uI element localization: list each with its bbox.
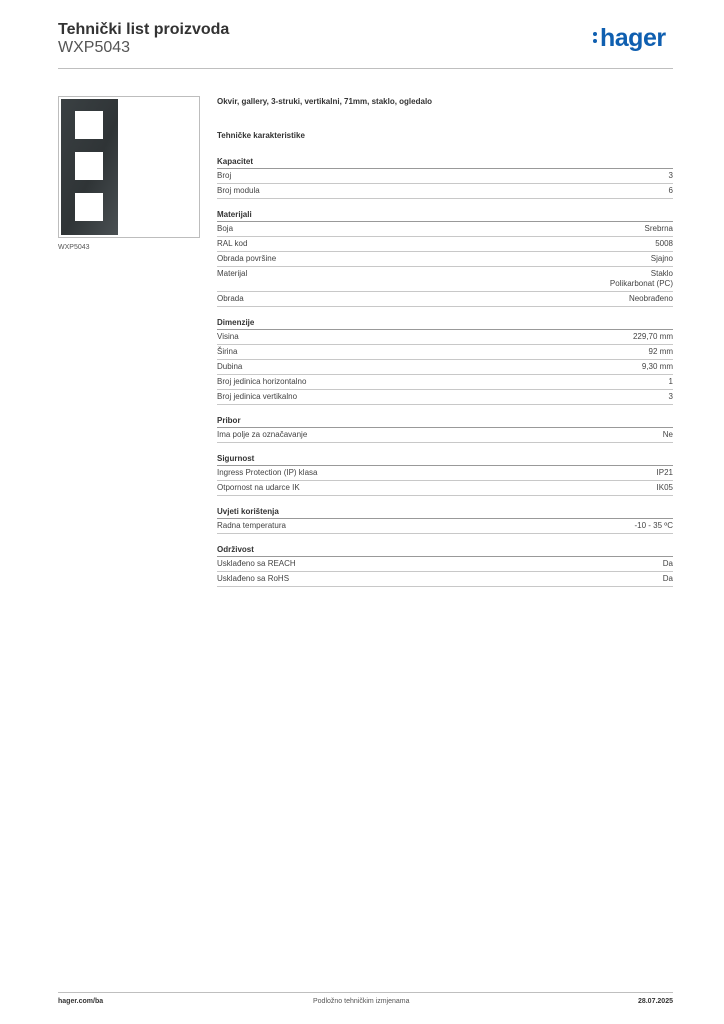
spec-row: Broj 3 [217,169,673,184]
spec-value: Staklo Polikarbonat (PC) [609,269,673,288]
spec-label: Broj [217,171,232,180]
spec-value: IP21 [656,468,673,477]
logo-text: hager [600,24,666,52]
spec-row: Obrada površine Sjajno [217,252,673,267]
spec-row: Boja Srebrna [217,222,673,237]
spec-label: RAL kod [217,239,248,248]
spec-row: Obrada Neobrađeno [217,292,673,307]
frame-3-gang-icon [61,99,118,235]
spec-value: 3 [668,171,673,180]
hager-logo: hager [593,26,666,51]
header-divider [58,68,673,69]
spec-label: Radna temperatura [217,521,286,530]
spec-row: Otpornost na udarce IK IK05 [217,481,673,496]
spec-label: Širina [217,347,238,356]
spec-value: 5008 [655,239,673,248]
product-code: WXP5043 [58,39,131,56]
spec-row: Visina 229,70 mm [217,330,673,345]
spec-row: Usklađeno sa REACH Da [217,557,673,572]
spec-row: Broj jedinica vertikalno 3 [217,390,673,405]
spec-row: RAL kod 5008 [217,237,673,252]
spec-row: Usklađeno sa RoHS Da [217,572,673,587]
spec-value: 3 [668,392,673,401]
footer-date: 28.07.2025 [637,998,673,1005]
section-title: Dimenzije [217,317,673,330]
spec-label: Usklađeno sa REACH [217,559,296,568]
spec-value: Da [662,574,673,583]
spec-row: Materijal Staklo Polikarbonat (PC) [217,267,673,292]
section-title: Materijali [217,209,673,222]
spec-label: Visina [217,332,239,341]
section-title: Pribor [217,415,673,428]
spec-value: Srebrna [644,224,673,233]
spec-value: 6 [668,186,673,195]
spec-label: Broj jedinica vertikalno [217,392,298,401]
spec-row: Broj modula 6 [217,184,673,199]
spec-row: Radna temperatura -10 - 35 ºC [217,519,673,534]
spec-label: Dubina [217,362,243,371]
logo-dots-icon [593,31,598,45]
footer-website: hager.com/ba [58,998,104,1005]
spec-row: Ingress Protection (IP) klasa IP21 [217,466,673,481]
product-image [58,96,200,238]
spec-label: Boja [217,224,234,233]
spec-label: Otpornost na udarce IK [217,483,300,492]
spec-row: Dubina 9,30 mm [217,360,673,375]
footer-disclaimer: Podložno tehničkim izmjenama [313,998,410,1005]
page-title: Tehnički list proizvoda [58,21,230,38]
spec-value: -10 - 35 ºC [634,521,674,530]
spec-label: Obrada [217,294,244,303]
spec-label: Ima polje za označavanje [217,430,308,439]
spec-row: Širina 92 mm [217,345,673,360]
spec-value: 92 mm [648,347,673,356]
spec-label: Broj jedinica horizontalno [217,377,307,386]
section-title: Kapacitet [217,156,673,169]
spec-label: Broj modula [217,186,260,195]
spec-row: Ima polje za označavanje Ne [217,428,673,443]
section-title: Sigurnost [217,453,673,466]
spec-value: 229,70 mm [632,332,673,341]
spec-value: Neobrađeno [628,294,673,303]
section-title: Uvjeti korištenja [217,506,673,519]
spec-value: 1 [668,377,673,386]
spec-value: 9,30 mm [641,362,673,371]
spec-label: Materijal [217,269,248,278]
spec-value: IK05 [656,483,673,492]
product-description: Okvir, gallery, 3-struki, vertikalni, 71… [217,97,433,106]
section-title: Održivost [217,544,673,557]
spec-row: Broj jedinica horizontalno 1 [217,375,673,390]
specs-heading: Tehničke karakteristike [217,131,305,140]
spec-value: Sjajno [650,254,673,263]
spec-value: Ne [662,430,673,439]
footer-divider [58,992,673,993]
spec-value: Da [662,559,673,568]
image-caption: WXP5043 [58,244,90,251]
spec-label: Ingress Protection (IP) klasa [217,468,318,477]
spec-label: Obrada površine [217,254,277,263]
spec-label: Usklađeno sa RoHS [217,574,290,583]
